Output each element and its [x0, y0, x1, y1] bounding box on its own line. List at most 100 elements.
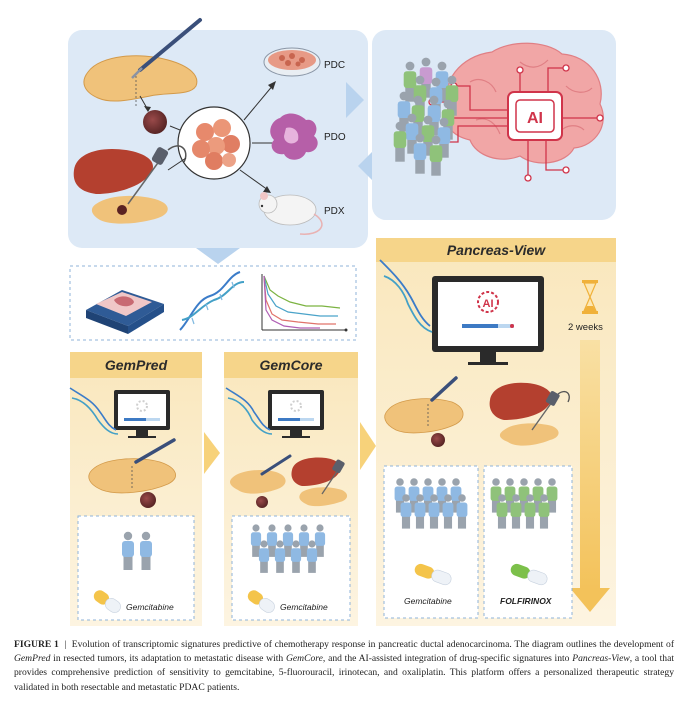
timeline-arrow-icon: [570, 340, 610, 612]
tumor-icon: [143, 110, 167, 134]
monitor-ai-label: AI: [483, 298, 494, 310]
caption-separator: |: [64, 639, 67, 650]
derivation-panel: PDC PDO PDX: [68, 18, 368, 264]
liver-icon: [489, 382, 552, 420]
pdo-organoid-icon: [270, 113, 318, 160]
person-icon: [428, 494, 440, 529]
survival-curve-icon: [261, 274, 348, 332]
ai-chip-icon: [507, 91, 563, 141]
caption-em-pancreas-view: Pancreas-View: [572, 653, 630, 665]
gempred-title: GemPred: [104, 357, 168, 373]
person-icon: [122, 531, 134, 570]
pancreas-view-panel: AI: [376, 238, 616, 626]
person-icon: [437, 117, 451, 158]
caption-text-3: , and the AI-assisted integration of dru…: [322, 653, 573, 665]
pancreas-small-icon: [299, 487, 348, 507]
tumor-icon: [431, 433, 445, 447]
person-icon: [314, 524, 326, 557]
tumor-icon: [256, 496, 268, 508]
pancreas-small-icon: [499, 423, 559, 446]
person-icon: [274, 540, 286, 573]
figure-label: FIGURE 1: [14, 639, 59, 650]
person-icon: [282, 524, 294, 557]
person-icon: [414, 494, 426, 529]
transcriptomic-data-strip: [69, 265, 357, 341]
pdo-label: PDO: [324, 132, 346, 143]
right-arrow-icon: [204, 432, 220, 474]
liver-icon: [73, 148, 153, 194]
capsule-icon: [93, 590, 121, 613]
person-icon: [250, 524, 262, 557]
biopsy-needle-icon: [531, 390, 570, 431]
tissue-slide-icon: [86, 290, 164, 334]
rna-strand-icon: [179, 271, 245, 331]
person-icon: [538, 494, 550, 529]
person-icon: [405, 113, 419, 154]
pancreas-view-title: Pancreas-View: [446, 242, 546, 258]
person-icon: [510, 494, 522, 529]
gempred-panel: [69, 352, 202, 626]
gemcore-drug-label: Gemcitabine: [280, 602, 328, 612]
patients-green-icon: [490, 478, 558, 529]
gemcore-panel: [224, 352, 358, 626]
person-icon: [524, 494, 536, 529]
person-icon: [306, 540, 318, 573]
caption-em-gemcore: GemCore: [285, 653, 323, 665]
ai-chip-label: AI: [527, 110, 543, 127]
right-arrow-icon: [346, 82, 364, 118]
person-icon: [436, 478, 448, 513]
person-icon: [445, 75, 459, 116]
monitor-icon: [268, 390, 324, 438]
person-icon: [266, 524, 278, 557]
patient-crowd-icon: [393, 57, 459, 176]
figure-caption: FIGURE 1 | Evolution of transcriptomic s…: [14, 638, 674, 695]
caption-text-1: Evolution of transcriptomic signatures p…: [71, 639, 675, 650]
scalpel-icon: [260, 454, 292, 476]
patients-icon: [122, 531, 152, 570]
left-arrow-icon: [358, 148, 376, 184]
hourglass-icon: [582, 280, 598, 314]
patients-icon: [394, 478, 468, 529]
person-icon: [456, 494, 468, 529]
patients-icon: [250, 524, 326, 573]
pancreas-icon: [230, 470, 286, 494]
pv-right-drug-label: FOLFIRINOX: [500, 596, 552, 606]
scalpel-icon: [131, 438, 176, 490]
person-icon: [442, 494, 454, 529]
pdc-label: PDC: [324, 60, 345, 71]
pancreas-small-icon: [91, 195, 168, 224]
pancreas-icon: [83, 55, 198, 102]
tumor-icon: [140, 492, 156, 508]
pdc-dish-icon: [263, 47, 321, 77]
person-icon: [413, 133, 427, 174]
person-icon: [429, 135, 443, 176]
pdx-label: PDX: [324, 206, 345, 217]
scalpel-icon: [131, 18, 202, 108]
pv-left-drug-label: Gemcitabine: [404, 596, 452, 606]
person-icon: [298, 524, 310, 557]
gemcore-title: GemCore: [259, 357, 323, 373]
gempred-drug-label: Gemcitabine: [126, 602, 174, 612]
person-icon: [421, 115, 435, 156]
liver-icon: [291, 457, 341, 486]
person-icon: [393, 121, 407, 162]
person-icon: [496, 494, 508, 529]
ai-monitor-icon: [432, 276, 544, 365]
pancreas-icon: [384, 398, 464, 434]
person-icon: [400, 494, 412, 529]
person-icon: [258, 540, 270, 573]
biopsy-needle-icon: [321, 459, 345, 495]
capsule-icon: [414, 563, 452, 586]
monitor-icon: [114, 390, 170, 438]
scalpel-icon: [427, 376, 458, 428]
person-icon: [140, 531, 152, 570]
pdx-mouse-icon: [258, 192, 323, 235]
ai-panel: AI: [372, 30, 616, 220]
caption-text-4: , a tool that provides comprehensive pre…: [14, 653, 674, 693]
caption-text-2: in resected tumors, its adaptation to me…: [50, 653, 286, 665]
person-icon: [403, 61, 417, 102]
capsule-icon: [247, 590, 275, 613]
timeline-label: 2 weeks: [568, 322, 603, 333]
person-icon: [546, 478, 558, 513]
person-icon: [290, 540, 302, 573]
